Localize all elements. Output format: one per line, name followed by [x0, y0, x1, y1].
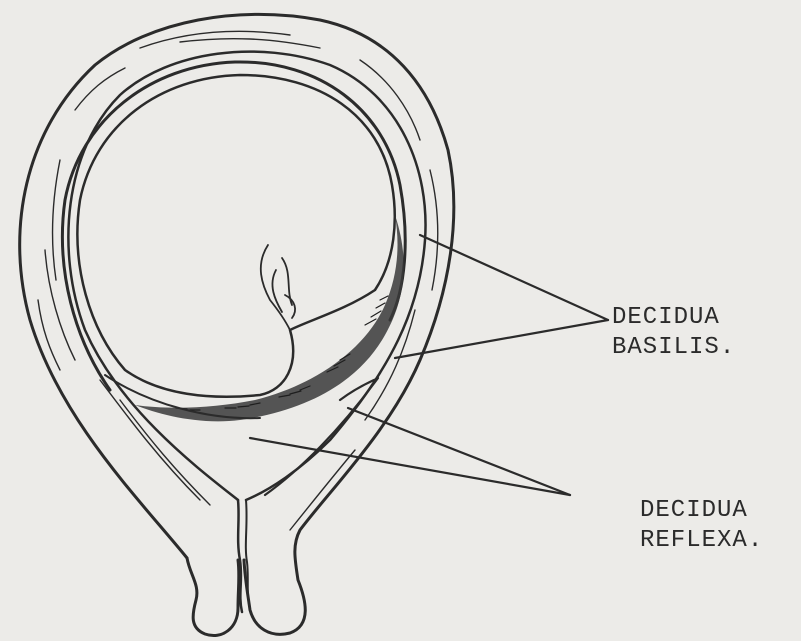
label-decidua-reflexa: DECIDUA REFLEXA. — [640, 496, 763, 556]
decidua-basilis-tissue — [135, 215, 404, 421]
pointer-reflexa-lower — [250, 438, 570, 495]
label-reflexa-line1: DECIDUA — [640, 496, 763, 526]
embryo-sketch — [261, 245, 295, 330]
label-decidua-basilis: DECIDUA BASILIS. — [612, 303, 735, 363]
chorion-outer-ring — [62, 62, 405, 390]
cervix-left-lip — [187, 558, 239, 636]
wall-fibre-strokes — [38, 31, 438, 530]
amniotic-cavity — [77, 75, 394, 397]
pointer-lines — [250, 235, 608, 495]
label-basilis-line2: BASILIS. — [612, 333, 735, 363]
uterine-wall-inner — [68, 52, 425, 500]
label-reflexa-line2: REFLEXA. — [640, 526, 763, 556]
pointer-reflexa-upper — [348, 408, 570, 495]
label-basilis-line1: DECIDUA — [612, 303, 735, 333]
pointer-basilis-upper — [420, 235, 608, 320]
